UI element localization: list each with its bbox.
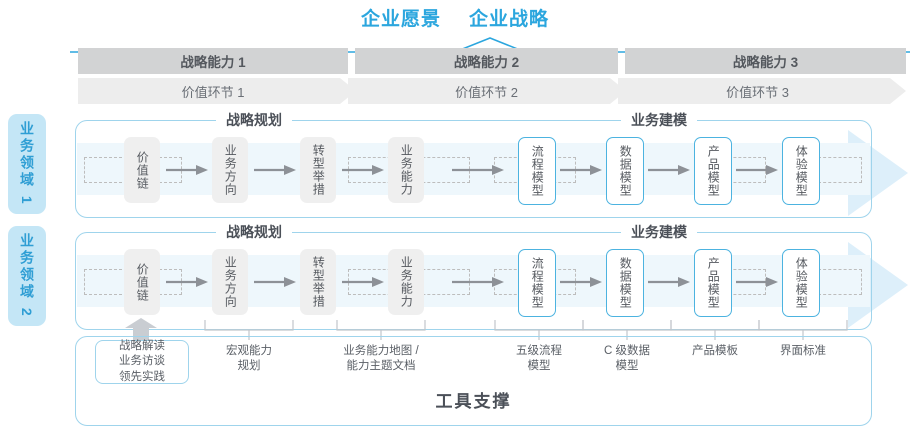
row-1-left-title: 战略规划: [216, 112, 292, 128]
sidebar-item-domain-2[interactable]: 业务领域 2: [8, 226, 46, 326]
row-2-node-value-chain-label: 价值链: [135, 262, 150, 302]
row-2-node-experience-model-label: 体验模型: [794, 257, 809, 309]
row-2-node-process-model[interactable]: 流程模型: [518, 249, 556, 317]
row-2-node-business-capability-label: 业务能力: [399, 256, 414, 308]
tool-label-product-template: 产品模板: [665, 344, 765, 359]
row-1-arrow-5-icon: [560, 165, 602, 175]
tool-label-c-level-data-line-1: C 级数据: [604, 345, 650, 357]
value-segment-bar: 价值环节 1 价值环节 2 价值环节 3: [78, 78, 906, 104]
capability-segment-2[interactable]: 战略能力 2: [355, 48, 618, 74]
tool-support-container: 工具支撑: [75, 336, 872, 426]
row-1-node-experience-model[interactable]: 体验模型: [782, 137, 820, 205]
row-1-arrow-4-icon: [452, 165, 504, 175]
row-2-arrow-6-icon: [648, 277, 690, 287]
tool-label-capability-map-line-1: 业务能力地图 /: [343, 345, 419, 357]
row-2-node-data-model-label: 数据模型: [618, 257, 633, 309]
tool-label-macro-capability-line-1: 宏观能力: [226, 345, 272, 357]
row-2-node-transformation-measures-label: 转型举措: [311, 256, 326, 308]
row-1-right-title: 业务建模: [621, 112, 697, 128]
row-1-node-value-chain[interactable]: 价值链: [124, 137, 160, 203]
capability-segment-1-label: 战略能力 1: [180, 55, 246, 70]
sidebar-item-domain-1[interactable]: 业务领域 1: [8, 114, 46, 214]
tool-chip-line-3: 领先实践: [119, 370, 165, 383]
row-1-arrow-3-icon: [342, 165, 384, 175]
row-2-right-title: 业务建模: [621, 224, 697, 240]
value-segment-1[interactable]: 价值环节 1: [78, 78, 348, 104]
capability-segment-3[interactable]: 战略能力 3: [625, 48, 906, 74]
row-2-node-product-model[interactable]: 产品模型: [694, 249, 732, 317]
value-segment-3[interactable]: 价值环节 3: [625, 78, 890, 104]
row-1-node-process-model[interactable]: 流程模型: [518, 137, 556, 205]
vision-label-enterprise-strategy: 企业战略: [469, 8, 550, 30]
tool-label-product-template-line-1: 产品模板: [692, 345, 738, 357]
row-2-node-business-direction[interactable]: 业务方向: [212, 249, 248, 315]
tool-label-ui-standard-line-1: 界面标准: [780, 345, 826, 357]
row-2-container: 战略规划 业务建模 价值链 业务方向 转型举措 业务能力 流程模型 数据模型 产…: [75, 224, 872, 330]
row-2-dash-segment-5: [818, 269, 862, 295]
row-2-arrow-7-icon: [736, 277, 778, 287]
row-1-node-value-chain-label: 价值链: [135, 150, 150, 190]
capability-segment-1[interactable]: 战略能力 1: [78, 48, 348, 74]
value-segment-2-label: 价值环节 2: [455, 84, 518, 100]
tool-chip-strategy-interpretation[interactable]: 战略解读 业务访谈 领先实践: [95, 340, 189, 384]
row-2-arrow-1-icon: [166, 277, 208, 287]
vision-label-enterprise-vision: 企业愿景: [360, 8, 441, 30]
tool-label-five-level-process: 五级流程 模型: [489, 344, 589, 374]
row-1-node-transformation-measures-label: 转型举措: [311, 144, 326, 196]
sidebar-item-domain-1-label: 业务领域 1: [19, 121, 35, 207]
row-2-node-product-model-label: 产品模型: [706, 257, 721, 309]
row-2-node-business-capability[interactable]: 业务能力: [388, 249, 424, 315]
row-2-left-title: 战略规划: [216, 224, 292, 240]
row-1-node-data-model-label: 数据模型: [618, 145, 633, 197]
row-2-arrow-4-icon: [452, 277, 504, 287]
row-2-arrow-3-icon: [342, 277, 384, 287]
row-2-node-value-chain[interactable]: 价值链: [124, 249, 160, 315]
row-2-node-data-model[interactable]: 数据模型: [606, 249, 644, 317]
row-1-node-business-capability-label: 业务能力: [399, 144, 414, 196]
row-2-node-process-model-label: 流程模型: [530, 257, 545, 309]
row-1-node-business-direction-label: 业务方向: [223, 144, 238, 196]
row-1-node-product-model-label: 产品模型: [706, 145, 721, 197]
value-segment-1-label: 价值环节 1: [181, 84, 245, 100]
row-1-node-process-model-label: 流程模型: [530, 145, 545, 197]
row-1-node-experience-model-label: 体验模型: [794, 145, 809, 197]
tool-label-five-level-process-line-2: 模型: [527, 359, 551, 372]
value-segment-3-label: 价值环节 3: [726, 84, 789, 100]
row-2-node-business-direction-label: 业务方向: [223, 256, 238, 308]
tool-label-c-level-data-line-2: 模型: [615, 359, 639, 372]
tool-chip-line-1: 战略解读: [119, 339, 165, 352]
tool-label-c-level-data: C 级数据 模型: [577, 344, 677, 374]
tool-chip-line-2: 业务访谈: [119, 355, 165, 368]
row-1-node-business-direction[interactable]: 业务方向: [212, 137, 248, 203]
row-2-arrow-5-icon: [560, 277, 602, 287]
row-2-node-transformation-measures[interactable]: 转型举措: [300, 249, 336, 315]
row-1-container: 战略规划 业务建模 价值链 业务方向 转型举措 业务能力 流程模型 数据模型 产…: [75, 112, 872, 218]
tool-label-capability-map-line-2: 能力主题文档: [346, 359, 416, 372]
sidebar-item-domain-2-label: 业务领域 2: [19, 233, 35, 319]
row-1-arrow-1-icon: [166, 165, 208, 175]
row-2-node-experience-model[interactable]: 体验模型: [782, 249, 820, 317]
row-2-arrow-2-icon: [254, 277, 296, 287]
row-1-node-product-model[interactable]: 产品模型: [694, 137, 732, 205]
row-1-arrow-7-icon: [736, 165, 778, 175]
tool-label-macro-capability-line-2: 规划: [237, 359, 261, 372]
row-1-node-transformation-measures[interactable]: 转型举措: [300, 137, 336, 203]
value-segment-2[interactable]: 价值环节 2: [355, 78, 618, 104]
capability-segment-2-label: 战略能力 2: [453, 55, 520, 70]
row-1-node-business-capability[interactable]: 业务能力: [388, 137, 424, 203]
row-1-dash-segment-5: [818, 157, 862, 183]
tool-support-title: 工具支撑: [435, 392, 512, 411]
tool-label-ui-standard: 界面标准: [753, 344, 853, 359]
strategic-capability-bar: 战略能力 1 战略能力 2 战略能力 3: [78, 48, 906, 74]
tool-connectors: [125, 318, 848, 344]
row-1-node-data-model[interactable]: 数据模型: [606, 137, 644, 205]
vision-title-row: 企业愿景 企业战略: [0, 4, 910, 30]
row-1-arrow-2-icon: [254, 165, 296, 175]
tool-label-macro-capability: 宏观能力 规划: [199, 344, 299, 374]
tool-label-five-level-process-line-1: 五级流程: [516, 345, 562, 357]
capability-segment-3-label: 战略能力 3: [732, 55, 799, 70]
row-1-arrow-6-icon: [648, 165, 690, 175]
tool-label-capability-map: 业务能力地图 / 能力主题文档: [321, 344, 441, 374]
